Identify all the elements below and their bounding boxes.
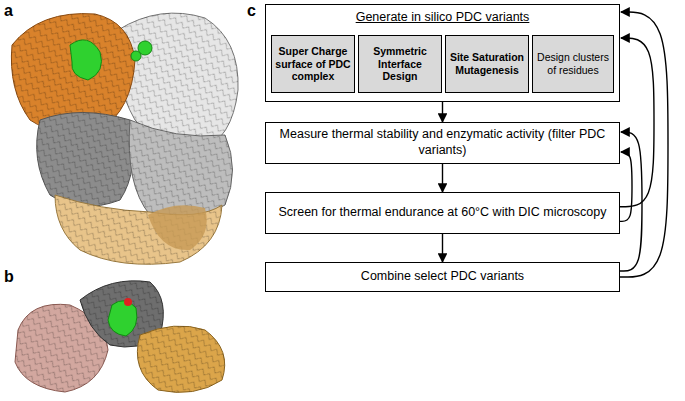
flow-arrow: [442, 164, 443, 192]
box-text: Measure thermal stability and enzymatic …: [274, 127, 611, 158]
box-text: Screen for thermal endurance at 60°C wit…: [278, 205, 606, 221]
group-box: Generate in silico PDC variantsSuper Cha…: [265, 4, 620, 102]
flow-arrow: [620, 152, 632, 221]
process-box: Combine select PDC variants: [265, 262, 620, 292]
method-box: Design clusters of residues: [532, 35, 614, 93]
box-heading: Generate in silico PDC variants: [356, 10, 530, 24]
box-text: Combine select PDC variants: [361, 269, 524, 285]
box-text: Design clusters of residues: [536, 51, 610, 76]
box-text: Site Saturation Mutagenesis: [449, 51, 525, 76]
flow-arrow: [620, 38, 654, 207]
flow-arrow: [442, 102, 443, 122]
pdc-monomer: [15, 281, 225, 393]
method-box: Symmetric Interface Design: [358, 35, 442, 93]
box-text: Symmetric Interface Design: [362, 45, 438, 83]
box-text: Super Charge surface of PDC complex: [275, 45, 351, 83]
pdc-tetramer: [11, 13, 238, 264]
panel-letter: b: [4, 268, 14, 286]
flow-arrow: [442, 234, 443, 262]
process-box: Screen for thermal endurance at 60°C wit…: [265, 192, 620, 234]
method-box: Super Charge surface of PDC complex: [271, 35, 355, 93]
flow-arrow: [620, 12, 668, 277]
panel-letter: c: [247, 2, 256, 20]
flow-arrow: [620, 132, 642, 271]
method-box: Site Saturation Mutagenesis: [445, 35, 529, 93]
process-box: Measure thermal stability and enzymatic …: [265, 122, 620, 164]
panel-letter: a: [4, 2, 13, 20]
